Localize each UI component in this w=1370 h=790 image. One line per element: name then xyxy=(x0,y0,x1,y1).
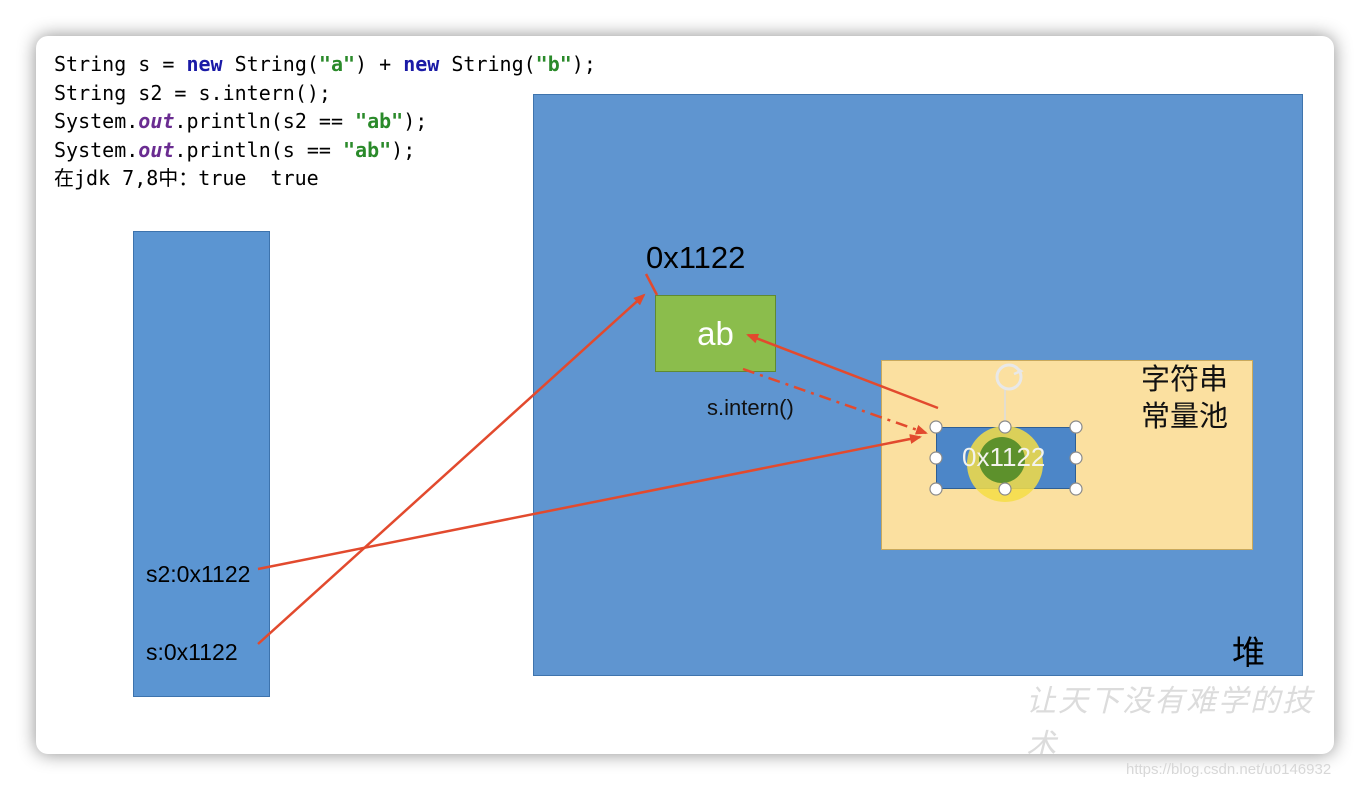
address-pointer-line xyxy=(644,273,659,296)
slide: String s = new String("a") + new String(… xyxy=(36,36,1334,754)
string-object-ab: ab xyxy=(655,295,776,372)
string-pool-title-line1: 字符串 xyxy=(1141,364,1229,396)
code-text: ); xyxy=(391,137,416,162)
code-text: ); xyxy=(403,109,428,133)
code-text: ); xyxy=(571,52,596,76)
s2-reference-label: s2:0x1122 xyxy=(146,561,251,587)
code-text: .println(s == xyxy=(174,137,343,162)
code-line-2: String s2 = s.intern(); xyxy=(54,80,331,105)
rotate-arrow-icon xyxy=(1013,365,1024,376)
string-literal: "ab" xyxy=(355,109,404,133)
code-text: String( xyxy=(222,52,319,76)
watermark: 让天下没有难学的技术 xyxy=(1026,684,1314,754)
rotate-handle-icon[interactable] xyxy=(995,363,1023,391)
string-literal: "ab" xyxy=(343,137,392,162)
code-line-1: String s = new String("a") + new String(… xyxy=(54,50,596,79)
s2-arrow xyxy=(257,434,922,571)
keyword-new: new xyxy=(186,52,223,76)
code-line-3: System.out.println(s2 == "ab"); xyxy=(54,107,596,136)
string-literal: "a" xyxy=(318,52,356,76)
pool-entry-address: 0x1122 xyxy=(962,442,1046,472)
s-arrow xyxy=(257,293,646,645)
footer-url: https://blog.csdn.net/u0146932 xyxy=(1126,761,1332,778)
stack-frame xyxy=(133,231,270,697)
intern-dashed-arrow xyxy=(742,367,928,435)
code-block: String s = new String("a") + new String(… xyxy=(54,50,596,193)
cursor-highlight-center xyxy=(979,437,1025,483)
selection-handles[interactable] xyxy=(929,420,1083,496)
keyword-new: new xyxy=(403,52,440,76)
string-literal: "b" xyxy=(535,52,572,76)
code-text: System. xyxy=(54,109,139,133)
code-text: .println(s2 == xyxy=(174,109,356,133)
string-pool-title-line2: 常量池 xyxy=(1141,401,1229,433)
object-address-label: 0x1122 xyxy=(646,240,746,275)
code-text: ) + xyxy=(355,52,404,76)
code-text: String( xyxy=(439,52,536,76)
intern-call-label: s.intern() xyxy=(707,395,794,420)
code-line-5: 在jdk 7,8中：true true xyxy=(54,166,319,190)
s-reference-label: s:0x1122 xyxy=(146,639,238,665)
diagram-overlay xyxy=(257,273,1083,645)
pool-to-object-arrow xyxy=(746,333,939,410)
code-line-4: System.out.println(s == "ab"); xyxy=(54,136,596,165)
field-out: out xyxy=(138,137,175,162)
code-text: System. xyxy=(54,137,139,162)
heap-title: 堆 xyxy=(1232,634,1265,671)
string-pool-title: 字符串 常量池 xyxy=(1141,362,1228,436)
code-text: String s = xyxy=(54,52,187,76)
field-out: out xyxy=(138,109,175,133)
